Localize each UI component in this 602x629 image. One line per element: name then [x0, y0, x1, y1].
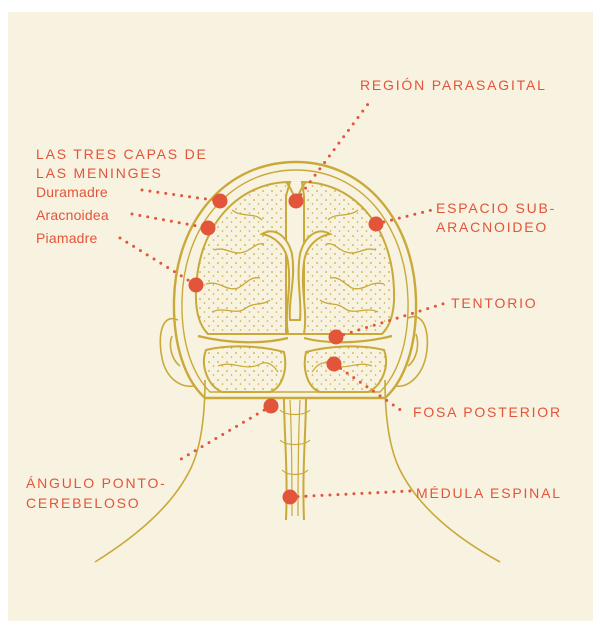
tentorium	[198, 336, 392, 342]
marker-aracnoidea	[201, 221, 216, 236]
cerebellum	[204, 346, 386, 392]
marker-fosa	[327, 357, 342, 372]
marker-duramadre	[213, 194, 228, 209]
label-espacio-line1: ESPACIO SUB-	[436, 199, 556, 217]
label-angulo-line1: ÁNGULO PONTO-	[26, 474, 167, 492]
label-espacio-line2: ARACNOIDEO	[436, 218, 548, 236]
label-meninges-line1: LAS TRES CAPAS DE	[36, 145, 208, 163]
label-tentorio: TENTORIO	[451, 294, 537, 312]
label-angulo-line2: CEREBELOSO	[26, 494, 140, 512]
label-aracnoidea: Aracnoidea	[36, 207, 109, 223]
label-duramadre: Duramadre	[36, 184, 108, 200]
label-region-parasagital: REGIÓN PARASAGITAL	[360, 76, 547, 94]
label-medula-espinal: MÉDULA ESPINAL	[416, 484, 562, 502]
marker-parasagital	[289, 194, 304, 209]
label-fosa-posterior: FOSA POSTERIOR	[413, 403, 562, 421]
marker-medula	[283, 490, 298, 505]
marker-espacio	[369, 217, 384, 232]
marker-tentorio	[329, 330, 344, 345]
marker-piamadre	[189, 278, 204, 293]
label-piamadre: Piamadre	[36, 230, 98, 246]
label-meninges-line2: LAS MENINGES	[36, 164, 163, 182]
marker-angulo	[264, 399, 279, 414]
